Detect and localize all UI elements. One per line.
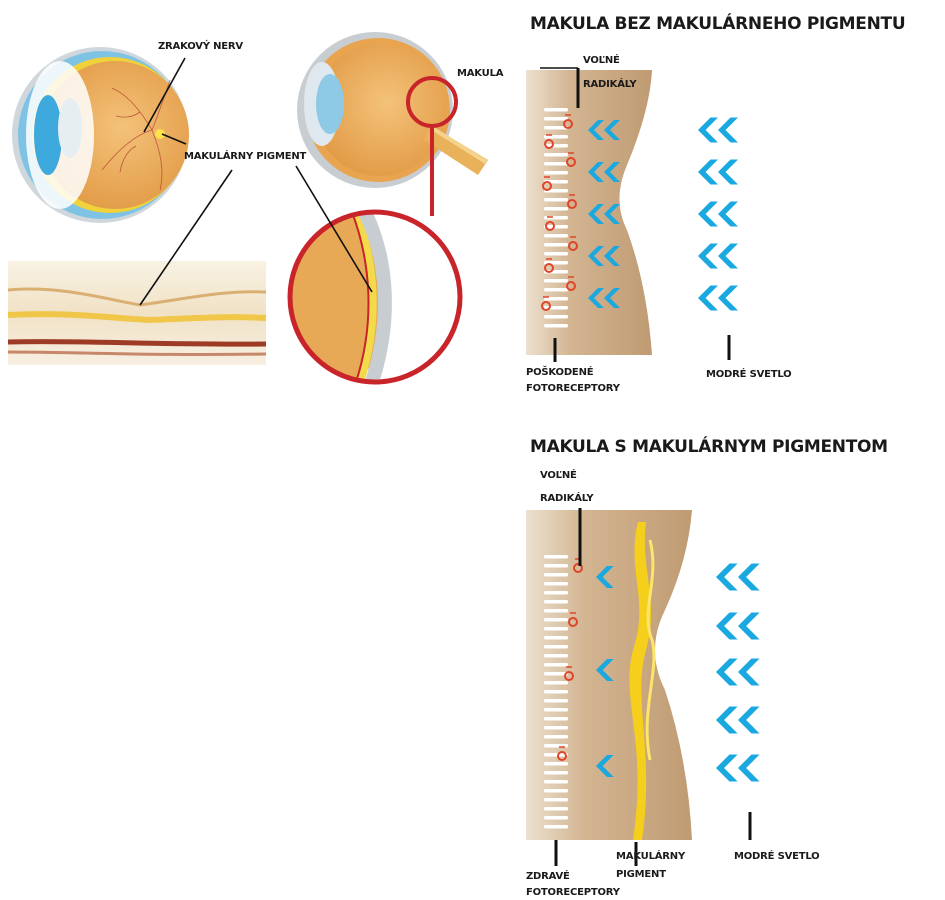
photoreceptor bbox=[544, 564, 568, 568]
blue-light-chevron bbox=[718, 118, 738, 143]
blue-light-chevron bbox=[698, 118, 718, 143]
photoreceptor bbox=[544, 108, 568, 112]
free-radicals-label-line1: VOĽNÉ bbox=[583, 54, 620, 67]
free-radicals-label-line1: VOĽNÉ bbox=[540, 469, 577, 482]
photoreceptor bbox=[544, 609, 568, 613]
photoreceptor bbox=[544, 324, 568, 328]
blue-light-chevron bbox=[738, 613, 760, 640]
blue-light-chevron bbox=[698, 286, 718, 311]
free-radicals-label-line2: RADIKÁLY bbox=[540, 492, 593, 505]
photoreceptor bbox=[544, 636, 568, 640]
blue-light-chevron bbox=[738, 755, 760, 782]
photoreceptor bbox=[544, 663, 568, 667]
photoreceptor bbox=[544, 153, 568, 157]
retina-slice bbox=[8, 261, 266, 365]
photoreceptor bbox=[544, 798, 568, 802]
blue-light-chevron bbox=[716, 613, 738, 640]
photoreceptor bbox=[544, 762, 568, 766]
photoreceptor bbox=[544, 654, 568, 658]
panel-with-pigment bbox=[526, 508, 760, 866]
photoreceptor bbox=[544, 234, 568, 238]
photoreceptor bbox=[544, 288, 568, 292]
blue-light-chevron bbox=[716, 707, 738, 734]
healthy-photoreceptors-label-line1: ZDRAVÉ bbox=[526, 870, 570, 883]
blue-light-chevron bbox=[718, 202, 738, 227]
photoreceptor bbox=[544, 573, 568, 577]
photoreceptor bbox=[544, 807, 568, 811]
photoreceptor bbox=[544, 735, 568, 739]
photoreceptor bbox=[544, 315, 568, 319]
blue-light-label: MODRÉ SVETLO bbox=[706, 368, 791, 381]
photoreceptor bbox=[544, 582, 568, 586]
blue-light-chevron bbox=[698, 160, 718, 185]
photoreceptor bbox=[544, 618, 568, 622]
photoreceptor bbox=[544, 708, 568, 712]
healthy-photoreceptors-label-line2: FOTORECEPTORY bbox=[526, 886, 620, 899]
panel-without-pigment bbox=[526, 68, 738, 362]
photoreceptor bbox=[544, 726, 568, 730]
blue-light-chevron bbox=[716, 755, 738, 782]
photoreceptor bbox=[544, 171, 568, 175]
photoreceptor bbox=[544, 162, 568, 166]
photoreceptor bbox=[544, 207, 568, 211]
photoreceptor bbox=[544, 627, 568, 631]
photoreceptor bbox=[544, 681, 568, 685]
photoreceptor bbox=[544, 825, 568, 829]
macular-pigment-label: MAKULÁRNY PIGMENT bbox=[184, 150, 306, 163]
blue-light-arrows-outside bbox=[698, 118, 738, 311]
panel-with-pigment-title: MAKULA S MAKULÁRNYM PIGMENTOM bbox=[530, 437, 888, 457]
blue-light-chevron bbox=[698, 202, 718, 227]
macular-pigment-label-line2: PIGMENT bbox=[616, 868, 666, 881]
damaged-photoreceptors-label-line2: FOTORECEPTORY bbox=[526, 382, 620, 395]
photoreceptor bbox=[544, 645, 568, 649]
blue-light-chevron bbox=[716, 564, 738, 591]
optic-nerve-label: ZRAKOVÝ NERV bbox=[158, 40, 243, 53]
blue-light-chevron bbox=[718, 244, 738, 269]
blue-light-chevron bbox=[738, 707, 760, 734]
blue-light-label: MODRÉ SVETLO bbox=[734, 850, 819, 863]
blue-light-chevron bbox=[738, 659, 760, 686]
damaged-photoreceptors-label-line1: POŠKODENÉ bbox=[526, 366, 593, 379]
blue-light-chevron bbox=[718, 286, 738, 311]
panel-without-pigment-title: MAKULA BEZ MAKULÁRNEHO PIGMENTU bbox=[530, 14, 905, 34]
photoreceptor bbox=[544, 699, 568, 703]
free-radicals-label-line2: RADIKÁLY bbox=[583, 78, 636, 91]
photoreceptor bbox=[544, 555, 568, 559]
photoreceptor bbox=[544, 279, 568, 283]
blue-light-chevron bbox=[698, 244, 718, 269]
photoreceptor bbox=[544, 252, 568, 256]
photoreceptor bbox=[544, 690, 568, 694]
photoreceptor bbox=[544, 198, 568, 202]
macula-label: MAKULA bbox=[457, 67, 503, 80]
photoreceptor bbox=[544, 591, 568, 595]
blue-light-chevron bbox=[716, 659, 738, 686]
photoreceptor bbox=[544, 600, 568, 604]
photoreceptor bbox=[544, 789, 568, 793]
macular-pigment-label-line1: MAKULÁRNY bbox=[616, 850, 685, 863]
photoreceptor bbox=[544, 816, 568, 820]
eye-side-view bbox=[297, 32, 488, 188]
photoreceptor bbox=[544, 117, 568, 121]
blue-light-arrows-outside bbox=[716, 564, 760, 782]
photoreceptor bbox=[544, 717, 568, 721]
photoreceptor bbox=[544, 243, 568, 247]
photoreceptor bbox=[544, 780, 568, 784]
photoreceptor bbox=[544, 771, 568, 775]
blue-light-chevron bbox=[718, 160, 738, 185]
blue-light-chevron bbox=[738, 564, 760, 591]
